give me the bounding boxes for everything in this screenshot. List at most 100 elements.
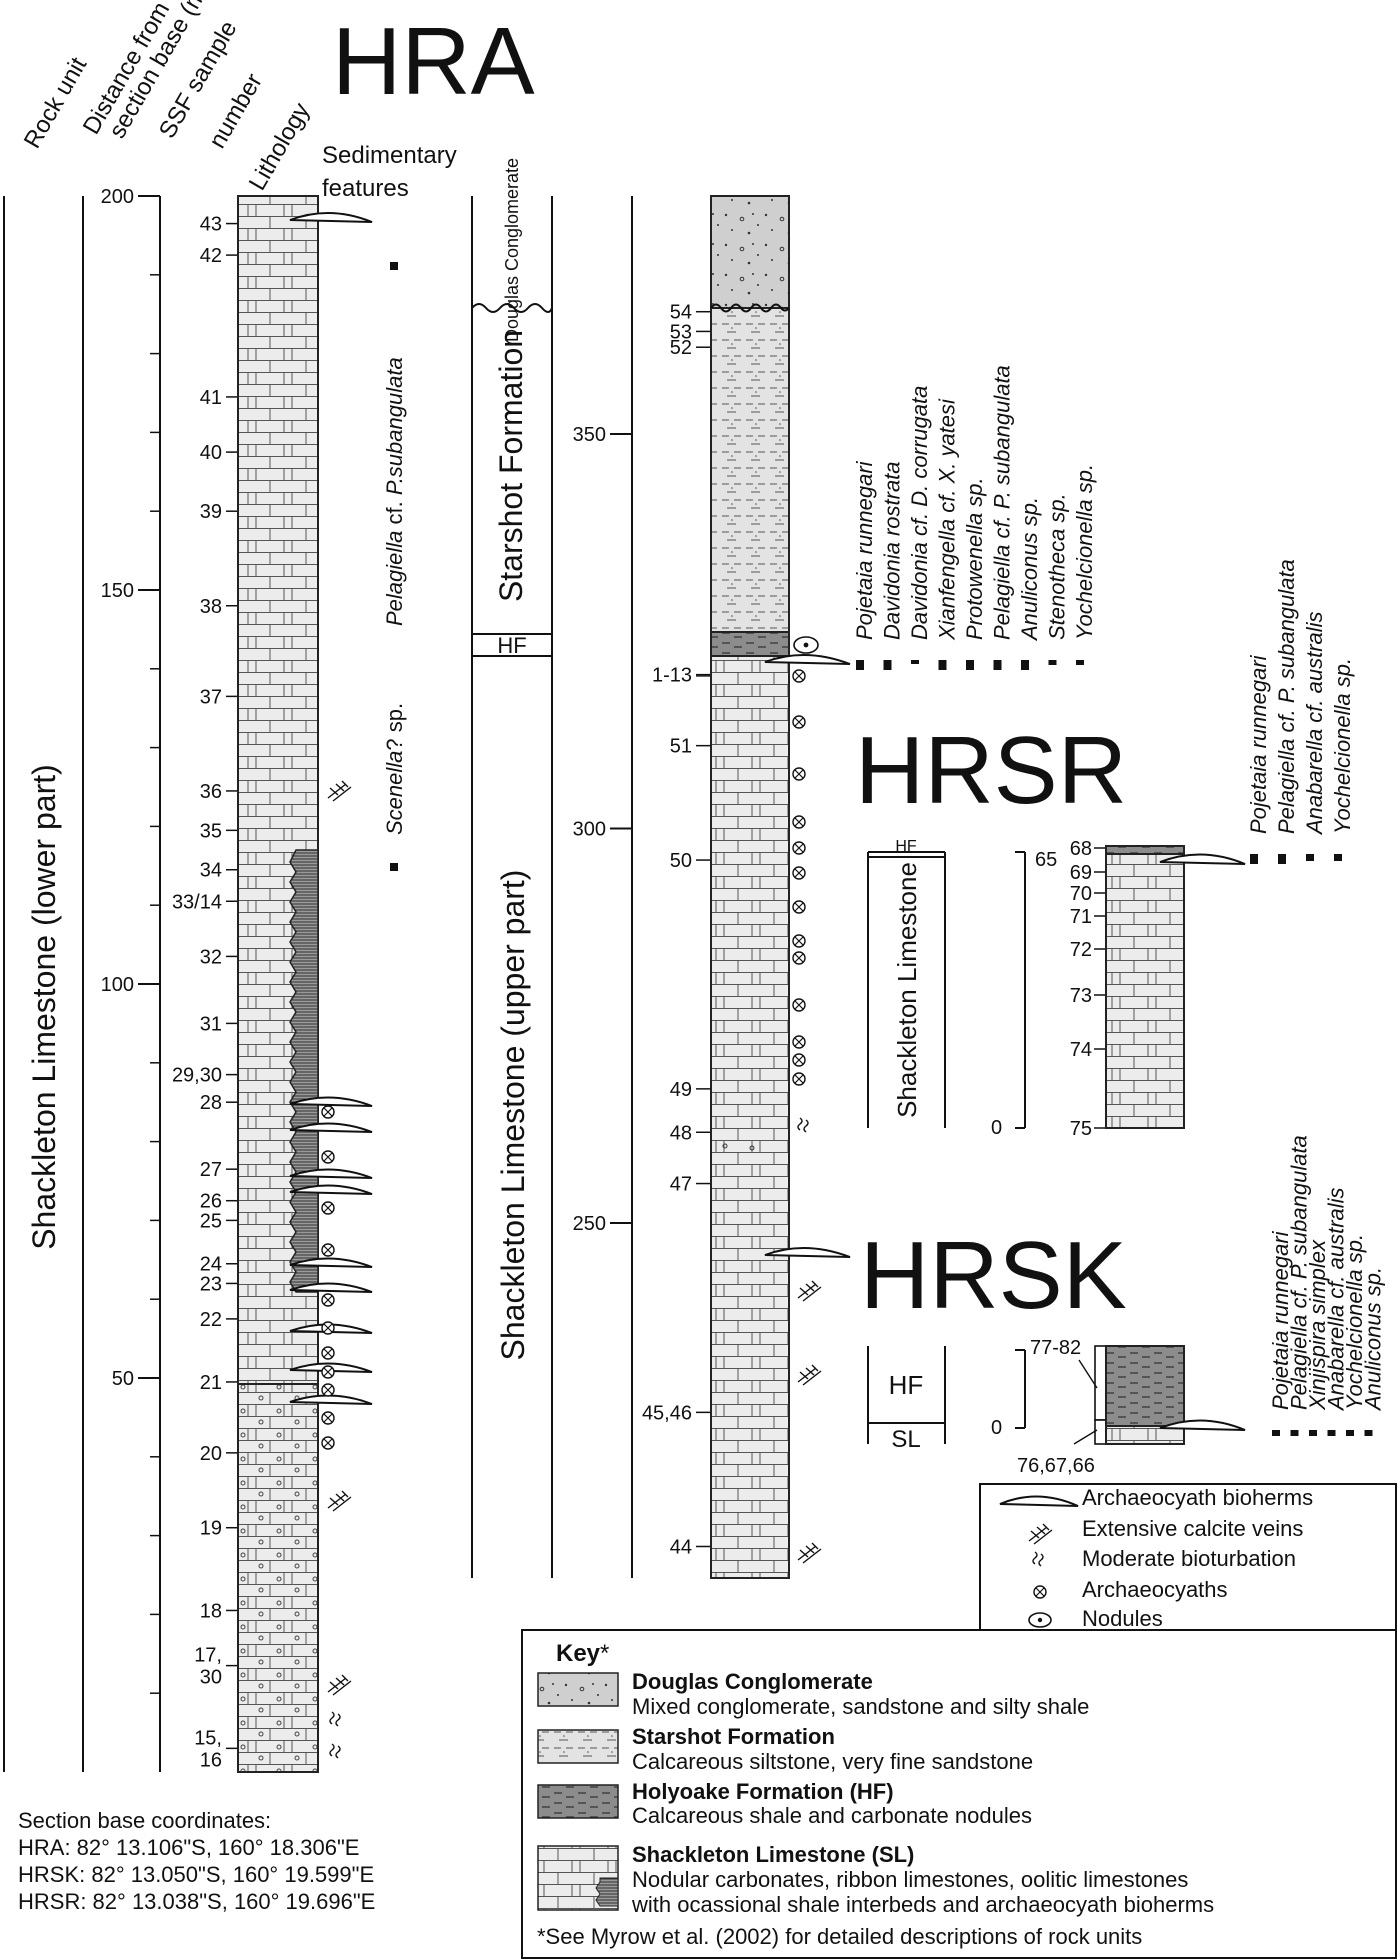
key-title: Key* [556,1640,609,1667]
hrsr-hf-label: HF [895,838,917,855]
upper-calcite-veins [797,1280,822,1564]
taxon-name: Anabarella cf. australis [1302,611,1327,836]
upper-ooid [722,1143,728,1149]
archaeocyath-icon [792,767,806,781]
taxon-range-marker [1278,854,1286,864]
hra-distance-minor-ticks [150,195,160,1694]
taxon-name: Protowenella sp. [962,477,987,640]
sample-marker: 69 [1070,862,1106,884]
key-swatch-douglas [537,1672,619,1707]
sample-number: 72 [1070,939,1092,961]
bioherm-icon [764,654,851,665]
sample-marker: 17,30 [194,1645,238,1689]
archaeocyath-cross [323,1203,333,1213]
coordinates-hrsr: HRSR: 82° 13.038"S, 160° 19.696"E [18,1889,375,1914]
upper-bioturbation [797,1117,809,1133]
sample-marker: 29,30 [172,1065,238,1087]
sample-number: 54 [670,302,692,324]
header-ssf-line2: number [204,69,268,153]
upper-lithology-starshot [710,307,790,633]
sample-marker: 40 [200,442,238,464]
key-name-shackleton: Shackleton Limestone (SL) [632,1842,914,1867]
sample-marker: 71 [1070,906,1106,928]
taxon-range-marker [1076,660,1084,665]
upper-ooid [749,1145,755,1151]
upper-unconformity [710,303,790,313]
archaeocyath-cross [794,1000,804,1010]
legend-label-calcite: Extensive calcite veins [1082,1516,1303,1541]
sample-number: 45,46 [642,1402,692,1424]
taxon-name: Stenotheca sp. [1045,493,1070,640]
sample-number: 18 [200,1600,222,1622]
archaeocyath-icon [1033,1585,1047,1599]
sample-number: 34 [200,860,222,882]
sample-number: 20 [200,1443,222,1465]
archaeocyath-cross [794,769,804,779]
legend-label-archaeocyaths: Archaeocyaths [1082,1577,1228,1602]
sample-marker: 1-13 [652,665,711,687]
sample-marker: 43 [200,214,238,236]
key-desc-shackleton: Nodular carbonates, ribbon limestones, o… [632,1867,1188,1892]
archaeocyath-icon [321,1201,335,1215]
douglas-unconformity [471,303,553,313]
coordinates-hra: HRA: 82° 13.106"S, 160° 18.306"E [18,1835,359,1860]
sample-number: 37 [200,686,222,708]
sample-marker: 32 [200,946,238,968]
legend-label-bioherms: Archaeocyath bioherms [1082,1485,1313,1510]
hrsk-scale-zero: 0 [991,1417,1002,1439]
sample-number: 49 [670,1079,692,1101]
archaeocyath-cross [323,1385,333,1395]
coordinates-title: Section base coordinates: [18,1808,271,1833]
sample-number: 16 [200,1749,222,1771]
upper-bioherms [764,654,851,1258]
hrsk-lithology-sl [1105,1425,1185,1445]
archaeocyath-icon [792,951,806,965]
sample-number: 35 [200,820,222,842]
bioturbation-icon [329,1743,341,1759]
sample-marker: 45,46 [642,1402,711,1424]
bioherm-icon [289,1394,373,1405]
sample-number: 22 [200,1309,222,1331]
calcite-vein-icon [1028,1523,1053,1545]
sample-number: 1-13 [652,665,692,687]
key-swatch-starshot [537,1729,619,1764]
taxon-name: Xianfengella cf. X. yatesi [935,398,960,641]
sample-marker: 53 [670,321,711,343]
calcite-vein-icon [327,1674,352,1696]
hrsr-lithology-hf [1105,845,1185,855]
bioturbation-icon [797,1117,809,1133]
nodule-icon [1028,1612,1052,1628]
taxon-name: Pojetaia runnegari [852,460,877,640]
sample-number: 44 [670,1536,692,1558]
taxon-name: Pojetaia runnegari [1268,1230,1293,1410]
hra-bioturbation [329,1711,341,1759]
taxon-range-marker [1327,1430,1336,1436]
hrsk-sample-bottom: 76,67,66 [1017,1455,1095,1477]
taxon-range-marker [856,660,864,670]
sample-marker: 54 [670,302,711,324]
archaeocyath-cross [794,717,804,727]
sample-number: 27 [200,1159,222,1181]
coordinates-hrsk: HRSK: 82° 13.050"S, 160° 19.599"E [18,1862,374,1887]
taxon-name: Pelagiella cf. P. subangulata [1274,559,1299,834]
sample-marker: 25 [200,1210,238,1232]
archaeocyath-icon [321,1365,335,1379]
sample-number: 71 [1070,906,1092,928]
distance-label: 150 [101,580,134,602]
hra-rock-unit-label: Shackleton Limestone (lower part) [26,764,62,1250]
hra-archaeocyaths [321,1105,335,1450]
bioherm-icon [764,1247,851,1258]
taxon-range-marker [1306,854,1314,861]
sample-number: 30 [200,1667,222,1689]
sample-number: 48 [670,1122,692,1144]
key-name-douglas: Douglas Conglomerate [632,1669,873,1694]
sample-number: 68 [1070,838,1092,860]
sample-number: 25 [200,1210,222,1232]
distance-label: 350 [573,424,606,446]
pelagiella-range-marker [390,262,398,270]
sample-number: 24 [200,1254,222,1276]
sample-marker: 74 [1070,1039,1106,1061]
key-desc-douglas: Mixed conglomerate, sandstone and silty … [632,1694,1089,1719]
